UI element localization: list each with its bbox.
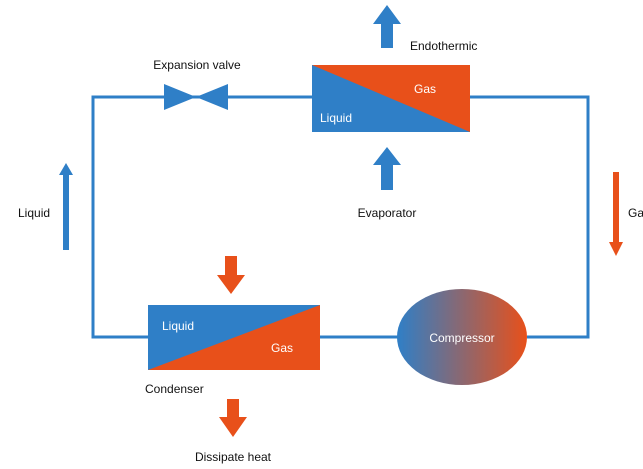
liquid-flow-arrow-icon bbox=[59, 163, 73, 250]
dissipate-heat-label: Dissipate heat bbox=[195, 450, 272, 464]
pipe-top-left bbox=[91, 95, 312, 339]
evaporator-arrow-icon bbox=[373, 147, 401, 190]
endothermic-label: Endothermic bbox=[410, 39, 477, 53]
expansion-valve-label: Expansion valve bbox=[153, 58, 241, 72]
endothermic-arrow-icon bbox=[373, 5, 401, 48]
evaporator-box bbox=[312, 65, 470, 132]
evaporator-label: Evaporator bbox=[358, 206, 417, 220]
heat-input-arrow-icon bbox=[217, 256, 245, 294]
gas-flow-arrow-icon bbox=[609, 172, 623, 256]
condenser-gas-label: Gas bbox=[271, 341, 293, 355]
condenser-box bbox=[148, 305, 320, 370]
compressor-ellipse bbox=[397, 289, 527, 385]
dissipate-heat-arrow-icon bbox=[219, 399, 247, 437]
evaporator-gas-label: Gas bbox=[414, 82, 436, 96]
condenser-liquid-label: Liquid bbox=[162, 319, 194, 333]
evaporator-liquid-label: Liquid bbox=[320, 111, 352, 125]
liquid-flow-label: Liquid bbox=[18, 206, 50, 220]
expansion-valve-icon bbox=[164, 84, 228, 110]
compressor-label: Compressor bbox=[429, 331, 494, 345]
gas-flow-label: Ga bbox=[628, 206, 643, 220]
refrigerant-pipe bbox=[91, 95, 590, 339]
condenser-label: Condenser bbox=[145, 382, 204, 396]
pipe-top-right bbox=[470, 95, 590, 339]
